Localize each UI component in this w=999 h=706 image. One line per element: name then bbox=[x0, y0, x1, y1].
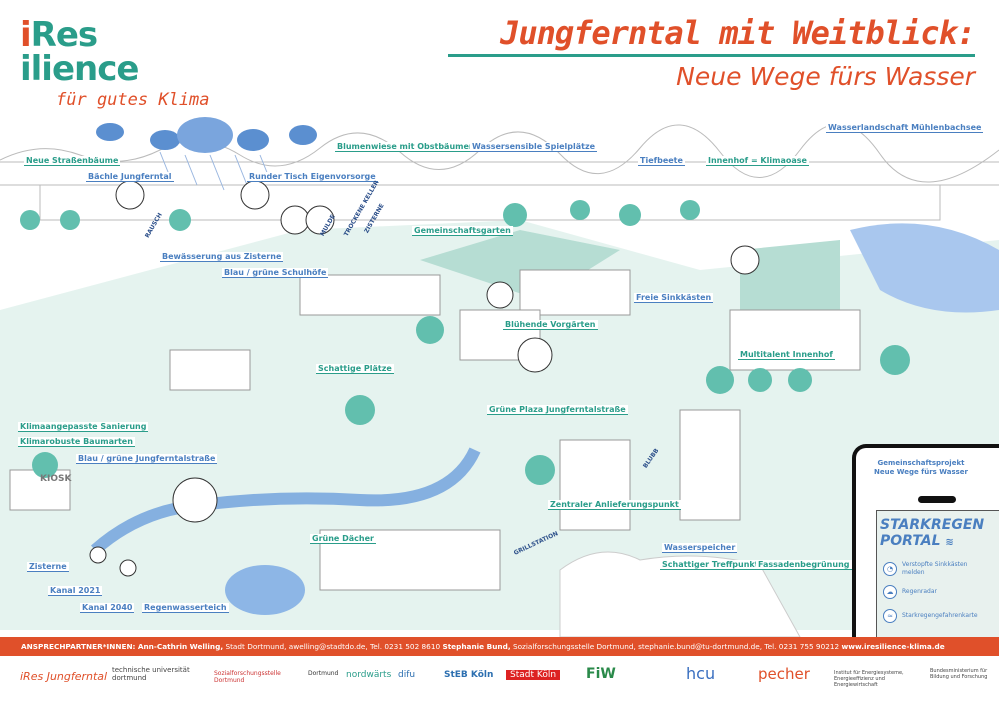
partner-logo: difu bbox=[398, 670, 416, 680]
title-divider bbox=[448, 54, 975, 57]
contact-1-info: Stadt Dortmund, awelling@stadtdo.de, Tel… bbox=[225, 642, 441, 651]
portal-title-line1: STARKREGEN bbox=[880, 517, 985, 533]
label-runder-tisch: Runder Tisch Eigenvorsorge bbox=[247, 172, 378, 182]
partner-logo: Stadt Köln bbox=[506, 670, 561, 680]
label-innenhof-klimaoase: Innenhof = Klimaoase bbox=[706, 156, 809, 166]
label-wasserspeicher: Wasserspeicher bbox=[662, 543, 738, 553]
label-anlieferungspunkt: Zentraler Anlieferungspunkt bbox=[548, 500, 681, 510]
label-vorgaerten: Blühende Vorgärten bbox=[503, 320, 598, 330]
rain-clouds bbox=[96, 117, 317, 153]
label-sinkkaesten: Freie Sinkkästen bbox=[634, 293, 714, 303]
neighbourhood-illustration bbox=[0, 117, 999, 637]
buildings bbox=[9, 269, 861, 591]
partner-logo: iRes Jungferntal bbox=[20, 670, 108, 683]
sign-kiosk: KIOSK bbox=[40, 474, 72, 484]
portal-title-line2: PORTAL bbox=[880, 533, 941, 549]
signal-icon: ◔ bbox=[883, 562, 897, 576]
label-schulhoefe: Blau / grüne Schulhöfe bbox=[222, 268, 329, 278]
partner-logos: iRes Jungferntal technische universität … bbox=[0, 662, 999, 706]
website-link[interactable]: www.iresilience-klima.de bbox=[841, 642, 945, 651]
wifi-icon: ≋ bbox=[945, 537, 954, 548]
label-baechle-jungferntal: Bächle Jungferntal bbox=[86, 172, 174, 182]
label-spielplaetze: Wassersensible Spielplätze bbox=[470, 142, 598, 152]
partner-logo: nordwärts bbox=[346, 670, 392, 680]
label-bewaesserung: Bewässerung aus Zisterne bbox=[160, 252, 284, 262]
label-treffpunkt: Schattiger Treffpunkt bbox=[660, 560, 761, 570]
project-line2: Neue Wege fürs Wasser bbox=[873, 468, 968, 476]
partner-logo: Institut für Energiesysteme, Energieeffi… bbox=[834, 670, 904, 688]
rain-lines bbox=[159, 151, 271, 191]
partner-logo: FiW bbox=[586, 666, 616, 682]
partner-logo: hcu bbox=[686, 664, 716, 683]
partner-logo: Sozialforschungsstelle Dortmund bbox=[214, 670, 281, 684]
water-lake bbox=[850, 223, 999, 313]
partner-logo: Bundesministerium für Bildung und Forsch… bbox=[930, 668, 988, 680]
poster-title: Jungferntal mit Weitblick: bbox=[500, 14, 976, 52]
label-gruene-daecher: Grüne Dächer bbox=[310, 534, 376, 544]
rainwater-pond bbox=[225, 565, 305, 615]
portal-item-gefahrenkarte[interactable]: ≈ Starkregengefahrenkarte bbox=[883, 609, 978, 623]
logo-i: i bbox=[20, 15, 32, 55]
contact-1-name: Ann-Cathrin Welling, bbox=[137, 642, 224, 651]
phone-speaker bbox=[918, 496, 956, 503]
label-neue-strassenbaeume: Neue Straßenbäume bbox=[24, 156, 121, 166]
contact-2-info: Sozialforschungsstelle Dortmund, stephan… bbox=[512, 642, 840, 651]
contact-lead: ANSPRECHPARTNER*INNEN: bbox=[21, 642, 136, 651]
logo-subtitle: für gutes Klima bbox=[56, 90, 210, 110]
cloud-icon: ☁ bbox=[883, 585, 897, 599]
label-kanal-2040: Kanal 2040 bbox=[80, 603, 135, 613]
partner-logo: pecher bbox=[758, 665, 810, 683]
poster-subtitle: Neue Wege fürs Wasser bbox=[676, 62, 975, 91]
label-schattige-plaetze: Schattige Plätze bbox=[316, 364, 394, 374]
label-multitalent: Multitalent Innenhof bbox=[738, 350, 835, 360]
water-icon: ≈ bbox=[883, 609, 897, 623]
label-blumenwiese: Blumenwiese mit Obstbäumen bbox=[335, 142, 477, 152]
label-zisterne: Zisterne bbox=[27, 562, 69, 572]
label-wasserlandschaft: Wasserlandschaft Mühlenbachsee bbox=[826, 123, 984, 133]
portal-item-sinkkaesten[interactable]: ◔ Verstopfte Sinkkästen melden bbox=[883, 561, 982, 577]
item-label: Verstopfte Sinkkästen melden bbox=[902, 561, 968, 576]
label-gruene-plaza: Grüne Plaza Jungferntalstraße bbox=[487, 405, 628, 415]
portal-item-regenradar[interactable]: ☁ Regenradar bbox=[883, 585, 937, 599]
outline-trees bbox=[115, 180, 760, 523]
contact-bar: ANSPRECHPARTNER*INNEN: Ann-Cathrin Welli… bbox=[0, 637, 999, 656]
trees bbox=[20, 200, 910, 485]
label-gemeinschaftsgarten: Gemeinschaftsgarten bbox=[412, 226, 513, 236]
label-jungferntalstrasse: Blau / grüne Jungferntalstraße bbox=[76, 454, 218, 464]
logo-res: Res bbox=[30, 15, 98, 55]
label-kanal-2021: Kanal 2021 bbox=[48, 586, 103, 596]
label-baumarten: Klimarobuste Baumarten bbox=[18, 437, 135, 447]
label-tiefbeete: Tiefbeete bbox=[638, 156, 685, 166]
contact-2-name: Stephanie Bund, bbox=[442, 642, 511, 651]
item-label: Regenradar bbox=[902, 588, 937, 595]
partner-logo: Dortmund bbox=[308, 670, 339, 677]
project-line1: Gemeinschaftsprojekt bbox=[877, 459, 965, 467]
logo-ilience: ilience bbox=[20, 49, 139, 89]
partner-logo: technische universität dortmund bbox=[112, 666, 190, 682]
label-sanierung: Klimaangepasste Sanierung bbox=[18, 422, 149, 432]
partner-logo: StEB Köln bbox=[444, 670, 494, 680]
item-label: Starkregengefahrenkarte bbox=[902, 612, 978, 619]
label-fassadenbegruenung: Fassadenbegrünung bbox=[756, 560, 852, 570]
pipes bbox=[89, 546, 137, 577]
stream bbox=[91, 447, 481, 555]
label-regenwasserteich: Regenwasserteich bbox=[142, 603, 229, 613]
